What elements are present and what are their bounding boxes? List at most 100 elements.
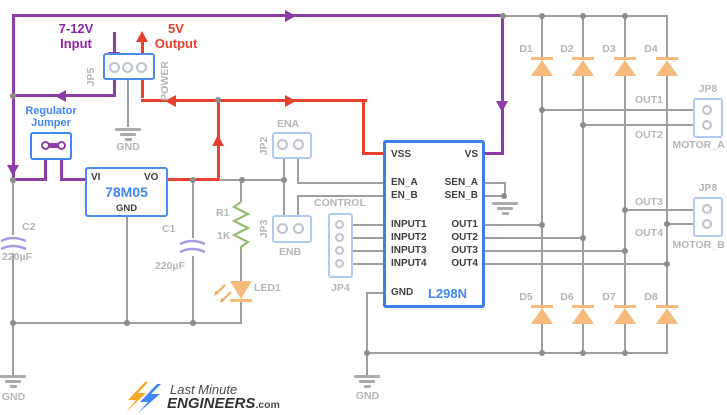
regulator-vo-pin-label: VO [144,172,159,183]
ground-symbol [354,375,380,390]
wire-jumper-pin-right [60,160,63,181]
ic-pin-sen-b: SEN_B [444,190,478,201]
wire-col3-b [624,76,626,305]
wire-5v-horizontal [141,99,367,102]
diode-d1-symbol [531,57,553,76]
jp4-pin-3 [335,246,344,255]
enb-label: ENB [279,246,302,258]
jp5-gnd-label: GND [116,141,140,153]
ic-pin-en-a: EN_A [391,177,418,188]
wire-col3-a [624,15,626,57]
r1-ref-label: R1 [216,207,230,219]
gnd-left-label: GND [1,391,26,403]
jp8a-pin-1 [702,105,712,115]
l298n-ic [383,140,485,308]
d6-label: D6 [560,291,574,303]
flow-arrow-left-icon [55,90,66,102]
wire-out2-motor [583,124,693,126]
capacitor-c1-symbol [179,239,206,254]
junction-dot [364,350,370,356]
power-output-label: Output [154,36,198,51]
flow-arrow-up-icon [212,135,224,146]
logo-engineers-text: ENGINEERS [167,395,256,412]
wire-input1 [352,224,385,226]
wire-7805-gnd [126,217,128,324]
output-arrow-icon [136,31,148,42]
jp8a-ref-label: JP8 [698,83,718,95]
junction-dot [190,320,196,326]
junction-dot [622,207,628,213]
wire-out3-motor [625,209,693,211]
wire-c1-top [192,181,194,238]
ic-pin-input1: INPUT1 [391,219,427,230]
jp2-pin-1 [277,139,288,150]
ground-symbol [0,375,26,390]
wire-sen-a [485,182,506,184]
wire-ground-rail-right [366,352,668,354]
wire-col4-b [666,76,668,305]
wire-col2-a [582,15,584,57]
power-input-label: Input [60,36,92,51]
wire-col4-c [666,324,668,354]
regulator-jumper-label: Regulator [25,105,77,117]
wire-out2-pin [485,237,583,239]
wire-c2-top [12,183,14,235]
jp8b-pin-1 [702,204,712,214]
c2-value-label: 220µF [2,251,32,263]
jp2-ref-label: JP2 [258,136,270,156]
led1-cathode-bar [230,299,252,302]
jp3-pin-2 [293,223,304,234]
power-input-label: 7-12V [58,21,94,36]
last-minute-engineers-logo-icon [126,382,161,413]
jumper-pin-right [57,141,66,150]
out4-label: OUT4 [634,227,663,239]
junction-dot [500,13,506,19]
wire-out3-pin [485,250,625,252]
junction-dot [10,177,16,183]
logo-text-line2: ENGINEERS.com [167,395,280,413]
junction-dot [539,107,545,113]
junction-dot [124,320,130,326]
wire-jumper-to-vi [60,178,87,181]
jumper-pin-left [41,141,50,150]
junction-dot [539,13,545,19]
flow-arrow-left-icon [165,95,176,107]
d8-label: D8 [644,291,658,303]
logo-com-text: .com [255,399,280,411]
wire-vss-vertical [362,99,365,155]
diode-d2-symbol [572,57,594,76]
d3-label: D3 [602,43,616,55]
jp4-ref-label: JP4 [331,282,350,294]
flow-arrow-down-icon [496,101,508,112]
ic-pin-out1: OUT1 [451,219,478,230]
wire-sen-gnd [504,182,506,198]
junction-dot [539,222,545,228]
ic-pin-en-b: EN_B [391,190,418,201]
flow-arrow-right-icon [285,95,296,107]
wire-jumper-feed [12,178,47,181]
motor-b-label: MOTOR_B [672,239,725,251]
ground-symbol [492,202,518,217]
wire-r1-led [240,250,242,281]
wire-col1-b [541,76,543,305]
junction-dot [580,350,586,356]
jp5-pin-3 [136,62,147,73]
jp5-pin-1 [109,62,120,73]
wire-input3 [352,250,385,252]
c1-value-label: 220µF [155,260,185,272]
wire-top-bus-purple [12,14,504,17]
jp3-ref-label: JP3 [258,219,270,239]
jp3-pin-1 [277,223,288,234]
d1-label: D1 [519,43,533,55]
ic-name-label: L298N [427,286,468,301]
wire-out4-pin [485,263,667,265]
ground-symbol [115,128,141,143]
ic-pin-input2: INPUT2 [391,232,427,243]
out1-label: OUT1 [634,94,663,106]
ena-label: ENA [277,118,300,130]
diode-d6-symbol [572,305,594,324]
wire-input2 [352,237,385,239]
wire-col4-a [666,15,668,57]
wire-col2-b [582,76,584,305]
